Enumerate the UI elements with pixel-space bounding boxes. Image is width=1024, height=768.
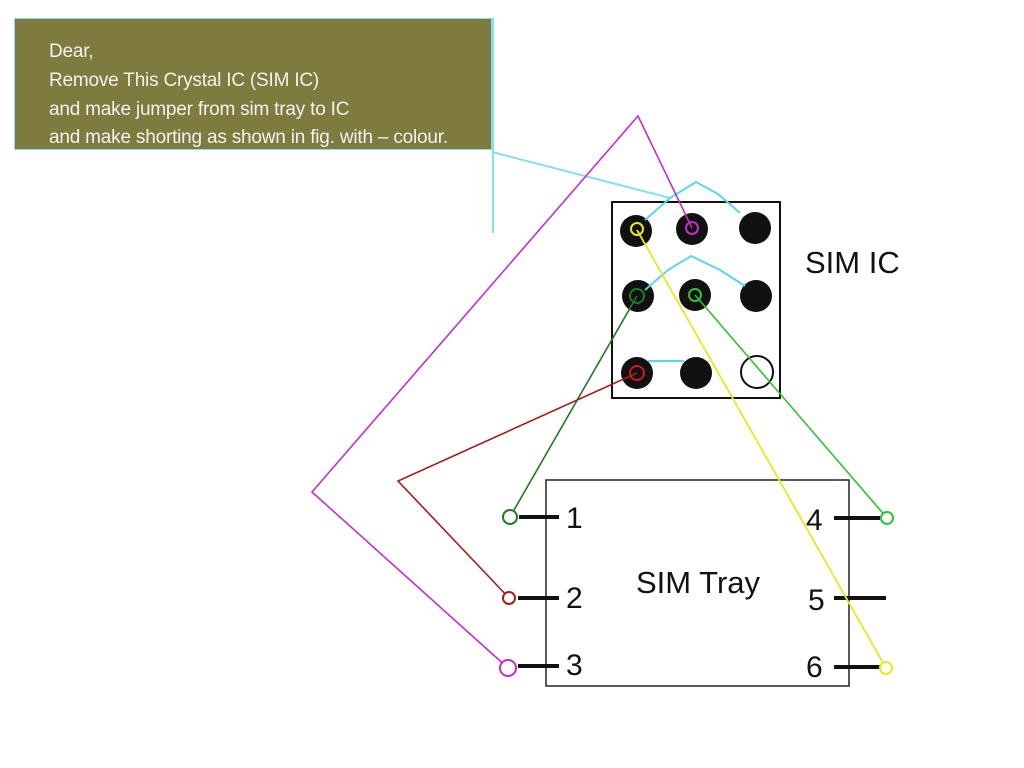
pin-1-label: 1 [566,502,583,535]
wire-yellow [636,229,887,669]
ring-yellow-ic [630,222,644,236]
ring-red-ic [629,365,645,381]
ic-pad [620,215,652,247]
ic-pad [676,213,708,245]
ring-magenta-ic [685,221,699,235]
wire-red [396,372,638,599]
note-pointer-line [491,151,671,199]
note-line-2: Remove This Crystal IC (SIM IC) [49,70,320,91]
note-line-1: Dear, [49,41,94,62]
shorting-jumpers [644,180,746,362]
ic-pad [680,357,712,389]
ring-green-light-ic [688,288,702,302]
pin-3-label: 3 [566,649,583,682]
ic-connection-rings [629,221,702,381]
ring-green-dark-ic [629,288,645,304]
pin-5-label: 5 [808,584,825,617]
ring-pin-3 [499,659,517,677]
short-jumper-top [644,180,741,221]
ic-pad-empty [740,355,774,389]
pin-4-label: 4 [806,504,823,537]
ic-pad [740,280,772,312]
ring-pin-2 [502,591,516,605]
pin-2-label: 2 [566,582,583,615]
ic-pad [739,212,771,244]
sim-ic-label: SIM IC [805,245,900,280]
pin-6-label: 6 [806,651,823,684]
sim-tray-pins [518,515,886,669]
note-line-4: and make shorting as shown in fig. with … [49,127,448,148]
tray-connection-rings [499,509,894,677]
jumper-wires [310,114,888,669]
wire-green-light [694,294,888,519]
wire-magenta [310,114,693,669]
short-jumper-middle [644,254,746,291]
note-line-3: and make jumper from sim tray to IC [49,99,350,120]
note-callout-edge [492,18,494,233]
sim-ic-pads [620,212,774,389]
ring-pin-6 [879,661,893,675]
instruction-note: Dear, Remove This Crystal IC (SIM IC) an… [14,18,492,150]
ring-pin-4 [880,511,894,525]
wire-green-dark [509,295,638,518]
ring-pin-1 [502,509,518,525]
ic-pad [622,280,654,312]
sim-tray-label: SIM Tray [636,565,761,600]
